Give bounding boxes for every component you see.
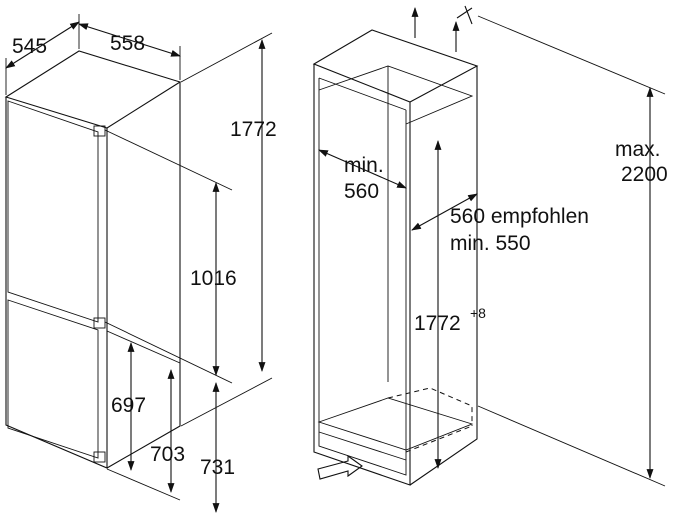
label-depth-recommended: 560 empfohlen [450, 205, 589, 228]
ext-1772-bot [180, 377, 273, 427]
niche-front-face [313, 64, 411, 486]
dim-line-558 [78, 23, 181, 57]
label-1016: 1016 [190, 267, 237, 290]
ext-2200-bot [477, 405, 666, 487]
niche-floor [317, 397, 474, 451]
plinth-line [318, 431, 407, 461]
niche-top-face [312, 29, 479, 103]
label-545: 545 [12, 35, 47, 58]
fridge-drawing: 545 558 1772 1016 697 703 731 [4, 14, 277, 513]
ext-2200-top [477, 15, 666, 95]
label-niche-height: 1772 [414, 312, 461, 335]
hinge-bottom [93, 451, 106, 463]
ext-703-bot [106, 468, 181, 501]
hinge-middle [93, 317, 106, 329]
dim-line-545 [5, 21, 80, 69]
upper-door [7, 100, 99, 323]
label-560-width: 560 [344, 180, 379, 203]
ext-1016-bot [104, 321, 233, 384]
air-inlet-arrow-icon [317, 454, 363, 480]
niche-side-face [409, 66, 478, 486]
label-niche-tolerance: +8 [470, 305, 486, 321]
label-max: max. [615, 138, 661, 161]
label-depth-min: min. 550 [450, 232, 531, 255]
niche-inner-frame [318, 78, 407, 476]
label-2200: 2200 [621, 163, 668, 186]
label-1772: 1772 [230, 118, 277, 141]
label-731: 731 [200, 456, 235, 479]
ext-1772-top [180, 32, 273, 83]
ext-1016-top [104, 129, 233, 191]
ext-697-top [106, 330, 181, 364]
hinge-top [93, 125, 106, 137]
fridge-front-face [5, 97, 108, 469]
label-703: 703 [150, 443, 185, 466]
niche-drawing: min. 560 560 empfohlen min. 550 1772 +8 … [312, 5, 668, 487]
dim-line-560-width [318, 149, 407, 189]
vent-flap-icon [456, 5, 473, 25]
niche-inner-top [318, 77, 407, 111]
label-558: 558 [110, 32, 145, 55]
plinth-dashed-front [405, 425, 473, 453]
label-697: 697 [111, 394, 146, 417]
plinth-dashed [387, 387, 473, 426]
fridge-top-face [4, 50, 182, 129]
lower-door [7, 299, 99, 459]
niche-back-top [318, 65, 474, 125]
label-min-width: min. [344, 154, 384, 177]
dim-line-depth [411, 193, 478, 231]
